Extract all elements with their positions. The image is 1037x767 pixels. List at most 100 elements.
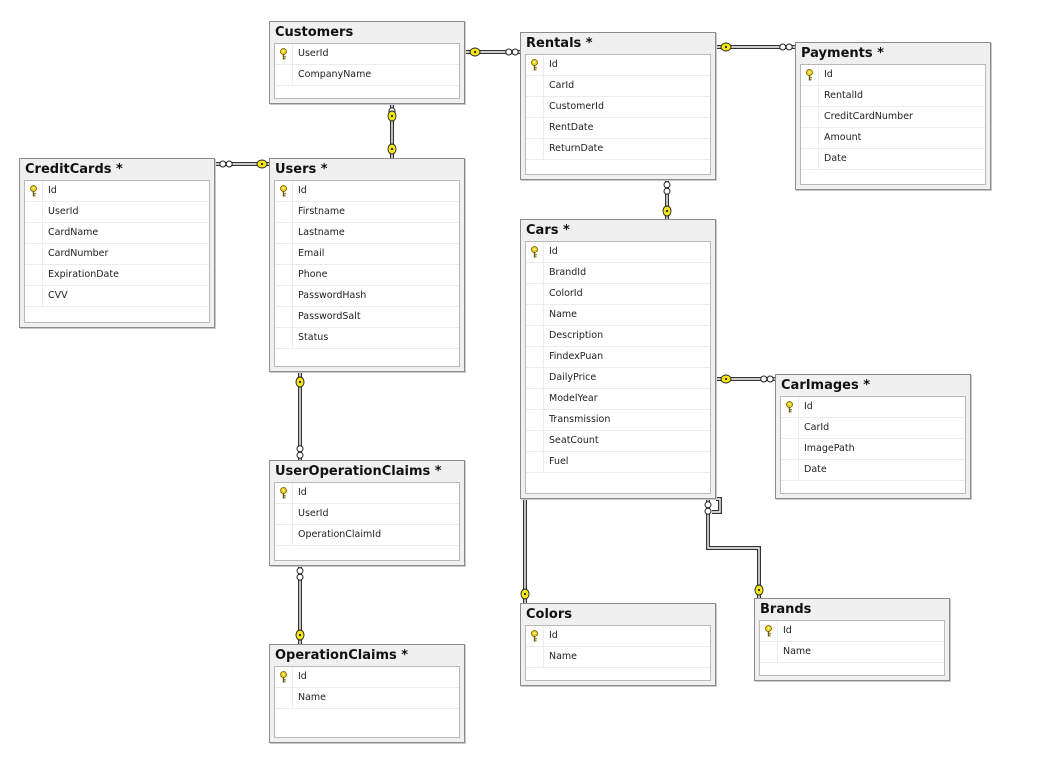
table-title[interactable]: Payments *: [801, 46, 884, 61]
table-title[interactable]: Rentals *: [526, 36, 593, 51]
column-row[interactable]: Status: [275, 328, 459, 349]
column-row[interactable]: Name: [526, 305, 710, 326]
loop: [766, 375, 774, 383]
column-name: ModelYear: [549, 393, 598, 404]
column-row[interactable]: FindexPuan: [526, 347, 710, 368]
column-row[interactable]: Date: [781, 460, 965, 481]
column-row[interactable]: SeatCount: [526, 431, 710, 452]
column-row[interactable]: CarId: [526, 76, 710, 97]
column-name: Firstname: [298, 206, 345, 217]
column-row[interactable]: ColorId: [526, 284, 710, 305]
column-row[interactable]: Id: [275, 181, 459, 202]
column-row[interactable]: OperationClaimId: [275, 525, 459, 546]
column-name: Name: [298, 692, 327, 703]
column-row[interactable]: Date: [801, 149, 985, 170]
table-title[interactable]: Users *: [275, 162, 328, 177]
column-row[interactable]: RentalId: [801, 86, 985, 107]
column-row[interactable]: ExpirationDate: [25, 265, 209, 286]
column-row[interactable]: ReturnDate: [526, 139, 710, 160]
column-row[interactable]: CompanyName: [275, 65, 459, 86]
column-row[interactable]: PasswordSalt: [275, 307, 459, 328]
column-name: PasswordHash: [298, 290, 367, 301]
column-row[interactable]: Id: [275, 667, 459, 688]
column-row[interactable]: CardNumber: [25, 244, 209, 265]
column-row[interactable]: Phone: [275, 265, 459, 286]
row-selector: [275, 504, 293, 524]
column-row[interactable]: Description: [526, 326, 710, 347]
column-row[interactable]: PasswordHash: [275, 286, 459, 307]
relationship-users-customers: [387, 104, 397, 158]
column-row[interactable]: CreditCardNumber: [801, 107, 985, 128]
loop: [296, 451, 304, 459]
column-name: Id: [804, 401, 813, 412]
one-end-key-icon: [256, 159, 268, 169]
column-name: UserId: [48, 206, 79, 217]
connector-inner: [707, 499, 760, 598]
column-row[interactable]: RentDate: [526, 118, 710, 139]
column-row[interactable]: CVV: [25, 286, 209, 307]
column-row[interactable]: CarId: [781, 418, 965, 439]
one-end-key-icon: [469, 47, 481, 57]
column-row[interactable]: ImagePath: [781, 439, 965, 460]
column-row[interactable]: Id: [275, 483, 459, 504]
column-row[interactable]: Name: [275, 688, 459, 709]
column-name: Id: [549, 246, 558, 257]
column-row[interactable]: BrandId: [526, 263, 710, 284]
column-row[interactable]: Id: [781, 397, 965, 418]
loop: [296, 567, 304, 575]
column-row[interactable]: Id: [526, 626, 710, 647]
column-row[interactable]: Id: [760, 621, 944, 642]
column-row[interactable]: Name: [760, 642, 944, 663]
column-row[interactable]: UserId: [275, 504, 459, 525]
table-title[interactable]: OperationClaims *: [275, 648, 409, 663]
column-row[interactable]: Email: [275, 244, 459, 265]
column-row[interactable]: ModelYear: [526, 389, 710, 410]
loop: [296, 445, 304, 453]
row-selector: [275, 223, 293, 243]
table-title[interactable]: CarImages *: [781, 378, 871, 393]
column-row[interactable]: Id: [526, 55, 710, 76]
column-row[interactable]: Id: [801, 65, 985, 86]
column-row[interactable]: UserId: [275, 44, 459, 65]
column-name: Id: [298, 671, 307, 682]
table-title[interactable]: CreditCards *: [25, 162, 123, 177]
column-row[interactable]: Amount: [801, 128, 985, 149]
column-name: Id: [824, 69, 833, 80]
table-title[interactable]: Cars *: [526, 223, 570, 238]
loop: [785, 43, 793, 51]
column-row[interactable]: Id: [526, 242, 710, 263]
column-row[interactable]: CardName: [25, 223, 209, 244]
column-row[interactable]: Lastname: [275, 223, 459, 244]
column-row[interactable]: Firstname: [275, 202, 459, 223]
column-name: Id: [48, 185, 57, 196]
table-title[interactable]: UserOperationClaims *: [275, 464, 442, 479]
table-title[interactable]: Customers: [275, 25, 354, 40]
column-name: Phone: [298, 269, 328, 280]
column-row[interactable]: Id: [25, 181, 209, 202]
column-row[interactable]: CustomerId: [526, 97, 710, 118]
column-row[interactable]: DailyPrice: [526, 368, 710, 389]
table-title[interactable]: Colors: [526, 607, 573, 622]
column-row[interactable]: Transmission: [526, 410, 710, 431]
table-title[interactable]: Brands: [760, 602, 812, 617]
column-name: Date: [804, 464, 827, 475]
loop: [779, 43, 787, 51]
row-selector: [275, 65, 293, 85]
column-row[interactable]: UserId: [25, 202, 209, 223]
column-row[interactable]: Fuel: [526, 452, 710, 473]
column-row[interactable]: Name: [526, 647, 710, 668]
